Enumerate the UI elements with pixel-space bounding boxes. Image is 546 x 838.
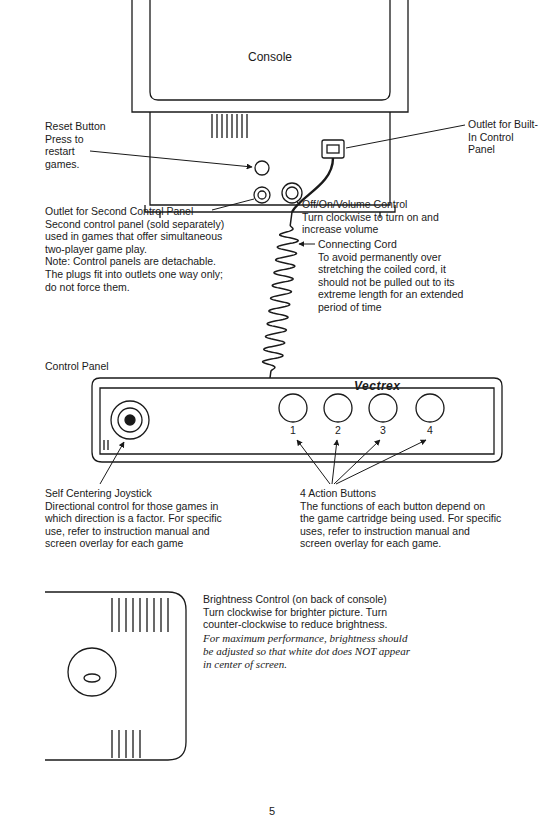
callout-text: Brightness Control (on back of console) xyxy=(203,593,418,606)
callout-text: Reset Button xyxy=(45,120,107,133)
volume-knob xyxy=(282,183,302,203)
callout: 4 Action ButtonsThe functions of each bu… xyxy=(300,487,502,550)
callout: Connecting CordTo avoid permanently over… xyxy=(318,238,470,314)
callout-text: Outlet for Second Control Panel xyxy=(45,205,227,218)
callout: Outlet for Second Control PanelSecond co… xyxy=(45,205,227,293)
callout-number: 2 xyxy=(328,424,348,437)
brightness-knob xyxy=(84,674,100,682)
callout: 2 xyxy=(328,424,348,437)
callout: Off/On/Volume ControlTurn clockwise to t… xyxy=(302,198,470,236)
callout-number: 3 xyxy=(373,424,393,437)
joystick-knob xyxy=(125,415,135,425)
action-button xyxy=(279,394,307,422)
callout: Reset ButtonPress to restart games. xyxy=(45,120,107,170)
volume-knob-inner xyxy=(286,187,298,199)
callout-text: For maximum performance, brightness shou… xyxy=(203,632,418,671)
callout-text: Off/On/Volume Control xyxy=(302,198,470,211)
callout: Brightness Control (on back of console)T… xyxy=(203,593,418,671)
callout-text: Turn clockwise for brighter picture. Tur… xyxy=(203,606,418,631)
callout-number: 5 xyxy=(262,805,282,818)
second-outlet xyxy=(254,187,270,203)
console-back xyxy=(45,592,186,760)
action-button xyxy=(369,394,397,422)
callout-text: To avoid permanently over stretching the… xyxy=(318,251,470,314)
callout-text: Note: Control panels are detachable. The… xyxy=(45,255,227,293)
node-label: Control Panel xyxy=(45,360,109,372)
plug xyxy=(327,145,339,153)
callout-text: Press to restart games. xyxy=(45,133,107,171)
callout-text: Outlet for Built-In Control Panel xyxy=(468,118,540,156)
callout-text: The functions of each button depend on t… xyxy=(300,500,502,550)
brightness-dial xyxy=(68,648,116,696)
vent-slots xyxy=(212,114,247,138)
callout-text: Self Centering Joystick xyxy=(45,487,241,500)
callout-text: 4 Action Buttons xyxy=(300,487,502,500)
callout-text: Connecting Cord xyxy=(318,238,470,251)
callout: 3 xyxy=(373,424,393,437)
callout-number: 4 xyxy=(420,424,440,437)
joystick-ring xyxy=(118,408,142,432)
callout: 5 xyxy=(262,805,282,818)
callout-number: 1 xyxy=(283,424,303,437)
callout: 4 xyxy=(420,424,440,437)
callout-text: Second control panel (sold separately) u… xyxy=(45,218,227,256)
console-base xyxy=(150,112,390,205)
callout: Outlet for Built-In Control Panel xyxy=(468,118,540,156)
vent-slots xyxy=(112,598,168,758)
leader-lines xyxy=(90,125,465,484)
control-panel: Control PanelVectrex xyxy=(92,378,502,462)
action-button xyxy=(324,394,352,422)
second-outlet-hole xyxy=(258,191,266,199)
callout: Self Centering JoystickDirectional contr… xyxy=(45,487,241,550)
panel-mark xyxy=(104,440,108,450)
callout-text: Turn clockwise to turn on and increase v… xyxy=(302,211,470,236)
callout: 1 xyxy=(283,424,303,437)
action-button xyxy=(416,394,444,422)
reset-button xyxy=(255,161,269,175)
panel-housing xyxy=(92,378,502,462)
coiled-cord xyxy=(263,212,299,378)
callout-text: Directional control for those games in w… xyxy=(45,500,241,550)
logo-text: Vectrex xyxy=(354,379,400,393)
panel-face xyxy=(100,388,494,454)
console: Console xyxy=(130,0,410,212)
joystick-base xyxy=(111,401,149,439)
node-label: Console xyxy=(130,50,410,64)
built-in-outlet xyxy=(322,140,344,158)
